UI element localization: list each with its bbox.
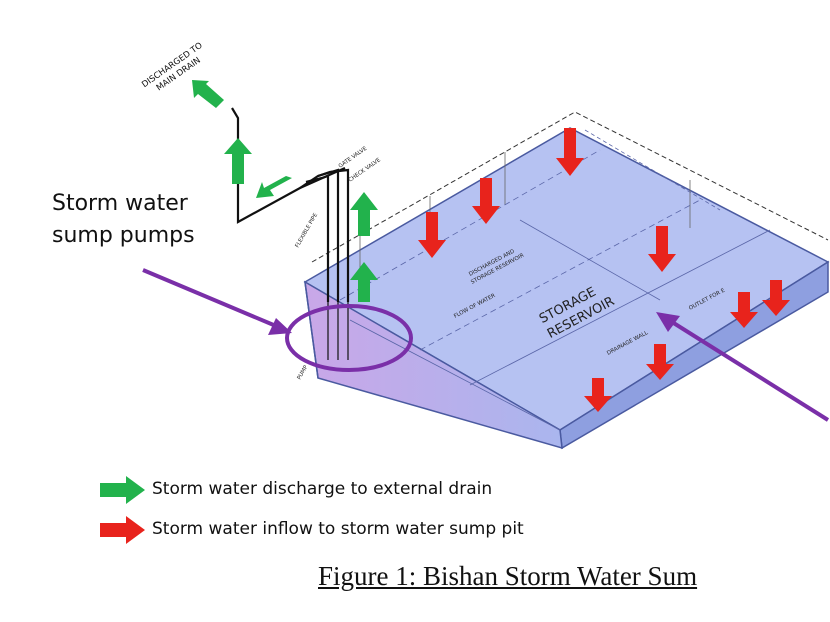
svg-text:FLEXIBLE PIPE: FLEXIBLE PIPE — [295, 212, 320, 249]
discharge-arrows — [192, 80, 378, 302]
discharge-arrow-header — [256, 176, 292, 198]
discharge-arrow-riser — [224, 138, 252, 184]
sump-pumps-callout: Storm water sump pumps — [52, 188, 195, 252]
reservoir-railing — [311, 111, 829, 263]
reservoir-pointer-head — [656, 312, 680, 332]
inflow-arrow — [762, 280, 790, 316]
legend-label-discharge: Storm water discharge to external drain — [152, 479, 493, 499]
inflow-arrow — [556, 128, 584, 176]
callout-arrow-head — [268, 318, 292, 335]
figure-caption: Figure 1: Bishan Storm Water Sum — [318, 561, 698, 591]
legend-green-arrow-icon — [100, 476, 145, 504]
legend-red-arrow-icon — [100, 516, 145, 544]
sump-pump-highlight — [142, 268, 830, 422]
callout-line1: Storm water — [52, 191, 188, 216]
discharge-arrow-outlet — [192, 80, 224, 108]
svg-text:PUMP: PUMP — [297, 364, 310, 381]
inflow-arrow — [730, 292, 758, 328]
svg-text:GATE VALVE: GATE VALVE — [338, 145, 369, 169]
storage-reservoir-structure: DISCHARGED AND STORAGE RESERVOIR FLOW OF… — [303, 111, 830, 450]
discharge-arrow-pump-upper — [350, 192, 378, 236]
inflow-arrow — [418, 212, 446, 258]
callout-arrow-shaft — [142, 268, 277, 328]
reservoir-pointer-shaft — [670, 320, 830, 422]
inflow-arrow — [472, 178, 500, 224]
callout-line2: sump pumps — [52, 223, 195, 248]
legend-label-inflow: Storm water inflow to storm water sump p… — [152, 519, 524, 539]
inflow-arrow — [646, 344, 674, 380]
inflow-arrow — [584, 378, 612, 412]
inflow-arrow — [648, 226, 676, 272]
discharge-pipework — [231, 107, 350, 360]
inflow-arrows — [418, 128, 790, 412]
sump-pump-circle — [285, 304, 413, 372]
discharge-arrow-pump-lower — [350, 262, 378, 302]
